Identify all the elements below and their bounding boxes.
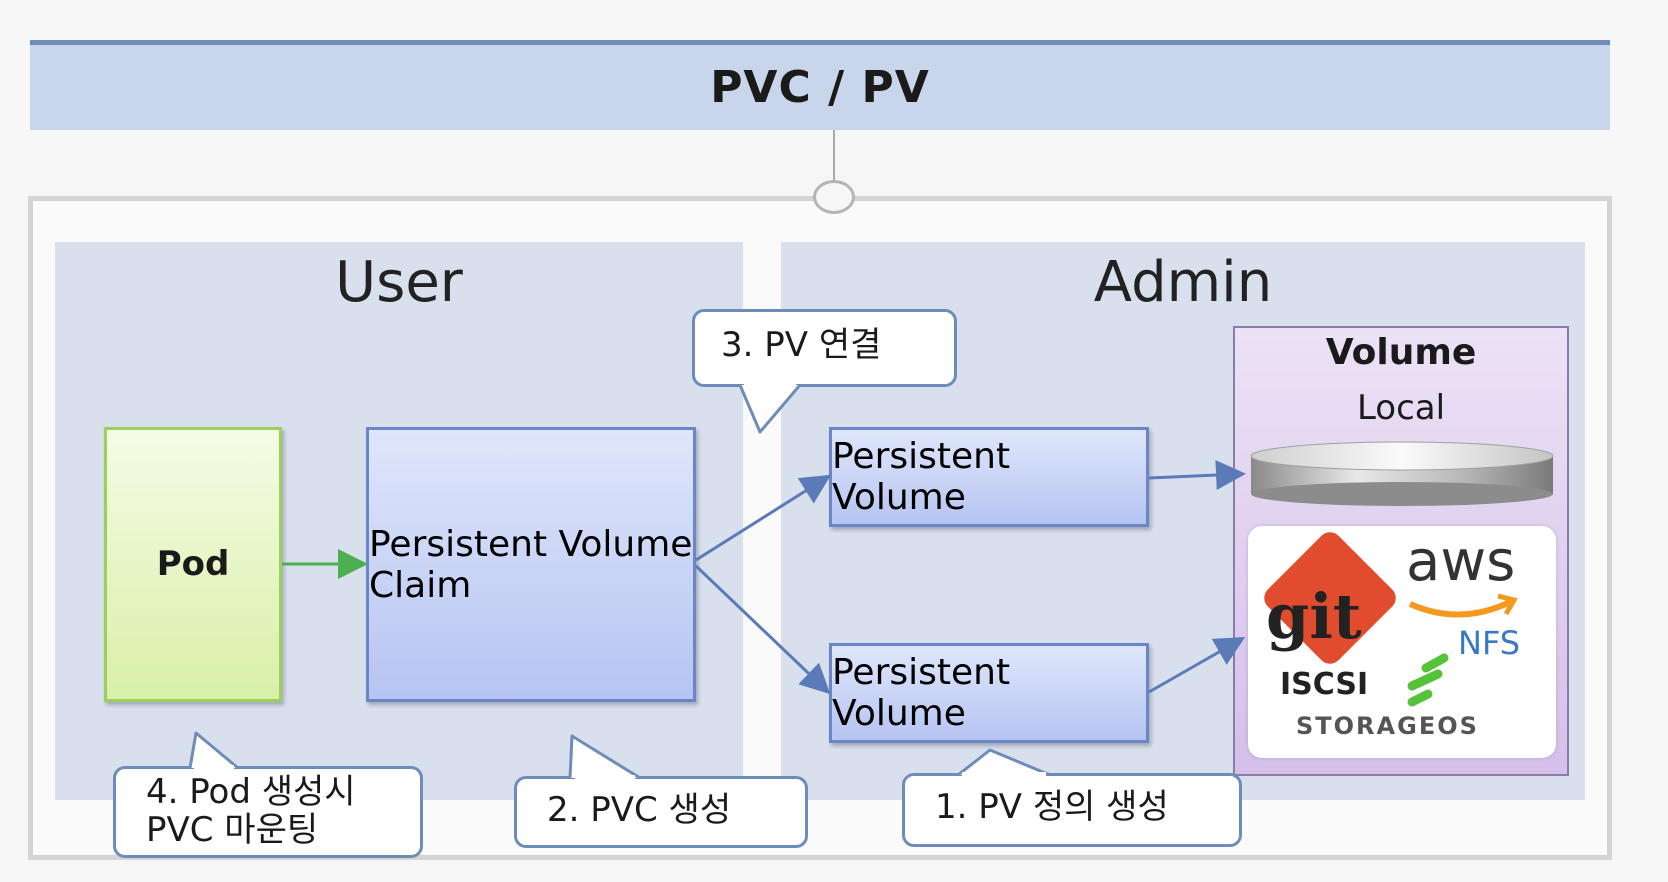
storageos-logo-text: STORAGEOS [1296, 712, 1479, 740]
git-logo-text: git [1266, 580, 1362, 653]
storage-logos: git aws NFS ISCSI STORAGEOS [1264, 529, 1520, 740]
git-logo: git [1264, 532, 1396, 664]
title-connector-circle [813, 180, 855, 214]
admin-panel-label: Admin [1093, 250, 1273, 315]
callout-step4: 4. Pod 생성시 PVC 마운팅 [113, 766, 423, 858]
callout-step3-tail [738, 384, 802, 434]
user-panel-label: User [335, 250, 463, 315]
title-connector-line [833, 130, 835, 180]
volume-box: Volume Local git aws [1233, 326, 1569, 776]
storageos-icon [1407, 653, 1449, 707]
pv-box-bottom: Persistent Volume [829, 643, 1149, 743]
callout-step2-tail [568, 734, 641, 780]
pod-box: Pod [104, 427, 282, 702]
pv-bottom-label: Persistent Volume [832, 652, 1011, 734]
pv-box-top: Persistent Volume [829, 427, 1149, 527]
pv-top-label: Persistent Volume [832, 436, 1011, 518]
title-bar: PVC / PV [30, 40, 1610, 130]
aws-logo: aws [1406, 529, 1518, 618]
pv-top-to-volume-arrow [1148, 460, 1246, 491]
aws-logo-text: aws [1406, 529, 1515, 594]
callout-step1: 1. PV 정의 생성 [902, 773, 1242, 847]
storage-logos-panel: git aws NFS ISCSI STORAGEOS [1248, 526, 1556, 758]
volume-local-label: Local [1356, 388, 1446, 428]
pv-bottom-to-volume-arrow [1148, 637, 1246, 694]
disk-icon [1250, 441, 1554, 506]
pod-label: Pod [156, 544, 230, 585]
callout-step3: 3. PV 연결 [692, 309, 957, 387]
callout-step2: 2. PVC 생성 [514, 776, 808, 848]
pvc-label: Persistent Volume Claim [369, 523, 693, 606]
callout-step4-tail [188, 731, 239, 770]
nfs-logo-text: NFS [1458, 624, 1520, 662]
pvc-to-pv-bottom-arrow [694, 564, 831, 695]
volume-title: Volume [1325, 332, 1477, 373]
callout-step1-tail [957, 748, 1051, 777]
pvc-to-pv-top-arrow [695, 474, 832, 562]
iscsi-logo-text: ISCSI [1280, 667, 1368, 702]
diagram-title: PVC / PV [710, 62, 930, 113]
